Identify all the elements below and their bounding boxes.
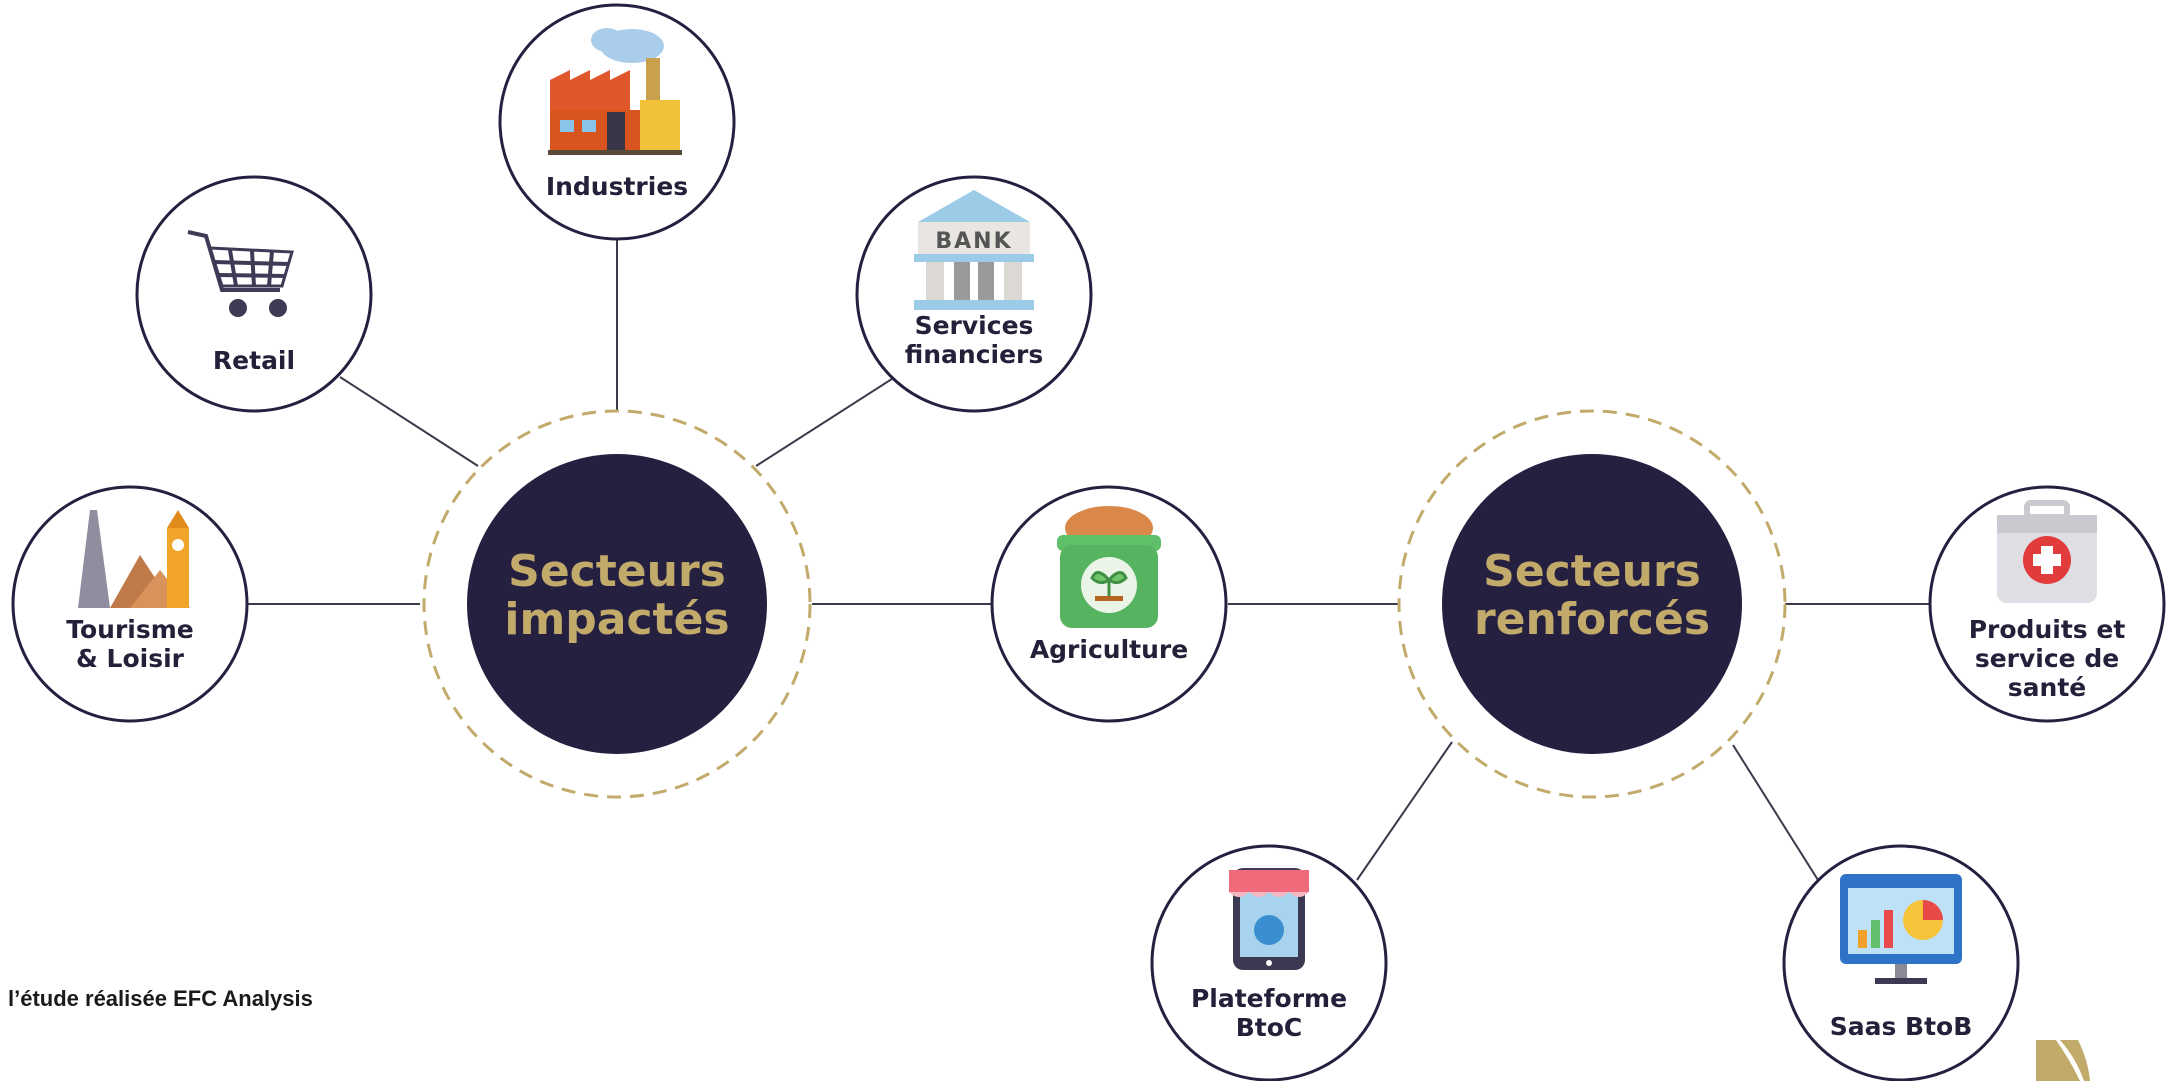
- hub-label-renforces: Secteurs renforcés: [1473, 546, 1711, 646]
- connector-saas: [1732, 744, 1819, 881]
- hub-secteurs-impactes: [422, 409, 812, 799]
- landmarks-icon: [78, 510, 190, 608]
- dashboard-monitor-icon: [1840, 874, 1962, 984]
- label-services: Services financiers: [904, 311, 1044, 369]
- first-aid-kit-icon: [1997, 500, 2097, 603]
- shopping-cart-icon: [187, 230, 294, 317]
- seed-bag-icon: [1057, 506, 1161, 628]
- node-retail: [135, 175, 373, 413]
- label-sante: Produits et service de santé: [1968, 615, 2126, 702]
- bank-icon: BANK: [914, 190, 1034, 310]
- hub-disc: [467, 454, 767, 754]
- label-agriculture: Agriculture: [1029, 635, 1189, 664]
- svg-text:BANK: BANK: [935, 229, 1012, 254]
- mobile-shop-icon: [1229, 868, 1309, 970]
- connector-btoc: [1356, 741, 1453, 881]
- hub-ring: [422, 409, 812, 799]
- label-tourisme: Tourisme & Loisir: [66, 615, 194, 673]
- label-btoc: Plateforme BtoC: [1190, 984, 1348, 1042]
- brand-logo: [2036, 1040, 2090, 1081]
- hub-disc: [1442, 454, 1742, 754]
- connector-retail: [339, 376, 479, 467]
- hub-ring: [1397, 409, 1787, 799]
- hub-label-impactes: Secteurs impactés: [504, 546, 730, 646]
- node-sante: [1928, 485, 2166, 723]
- label-industries: Industries: [545, 172, 689, 201]
- connector-lines: [248, 240, 1930, 881]
- node-services: [855, 175, 1093, 413]
- source-footnote: l’étude réalisée EFC Analysis: [8, 986, 313, 1011]
- connector-services: [755, 376, 896, 467]
- hub-secteurs-renforces: [1397, 409, 1787, 799]
- factory-icon: [548, 28, 682, 155]
- label-saas: Saas BtoB: [1829, 1012, 1973, 1041]
- label-retail: Retail: [212, 346, 296, 375]
